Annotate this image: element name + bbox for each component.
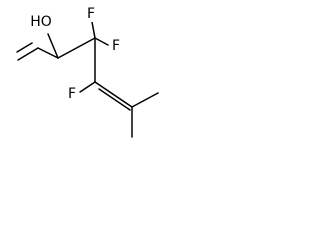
bond-c5-c6-double-inner (98, 88, 131, 111)
structural-formula: HO F F F (16, 5, 159, 138)
bond-c2-c3 (37, 47, 59, 59)
hydroxyl-label: HO (30, 14, 52, 30)
fluorine-top-left-label: F (87, 6, 95, 22)
fluorine-top-right-bg (109, 37, 123, 54)
bond-c3-oh (47, 33, 59, 59)
fluorine-top-right-label: F (112, 38, 120, 54)
bond-c1-c2-double-inner (16, 42, 33, 53)
fluorine-top-left-bg (84, 5, 98, 22)
bond-c6-methyl-right (131, 92, 159, 108)
bond-c1-c2-single (17, 47, 39, 61)
bond-c4-f-right (94, 37, 109, 46)
fluorine-bottom-label: F (68, 86, 76, 102)
bond-c5-f (79, 81, 96, 93)
bond-c3-c4 (57, 37, 96, 59)
hydroxyl-label-bg (30, 13, 52, 30)
fluorine-bottom-bg (65, 85, 79, 102)
bond-c5-c6-single (94, 81, 133, 108)
bond-c4-f-left (91, 21, 96, 39)
